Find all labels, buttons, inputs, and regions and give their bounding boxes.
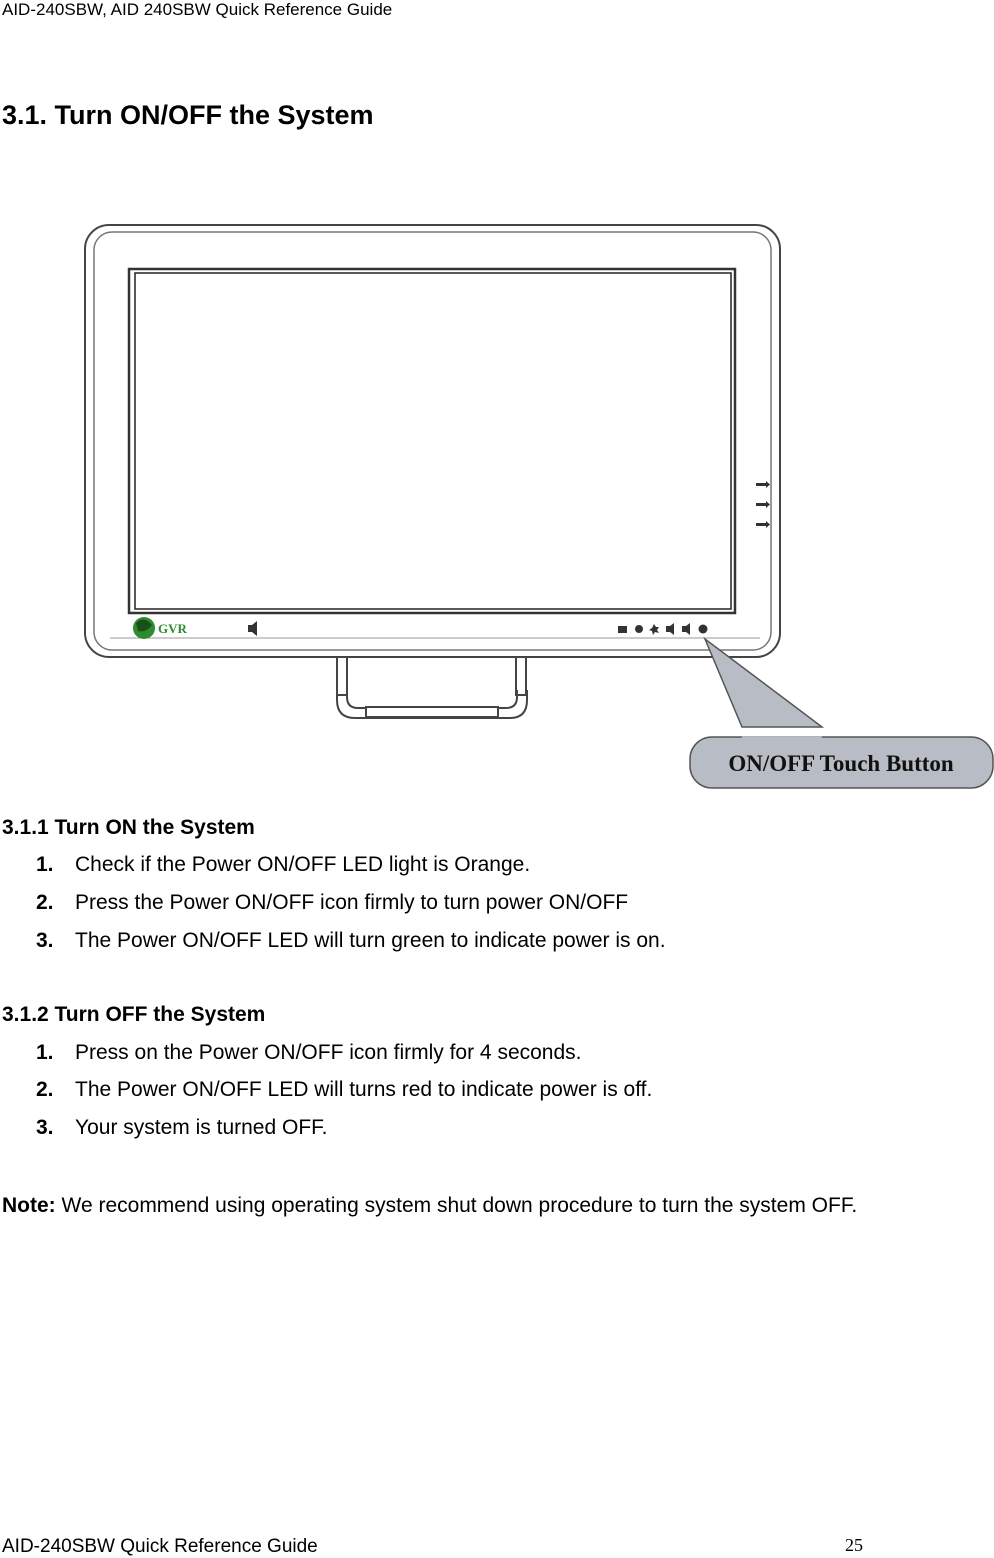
callout-box (689, 736, 994, 789)
control-buttons (618, 623, 708, 635)
brand-logo-icon: GVR (133, 617, 188, 639)
turn-off-heading: 3.1.2 Turn OFF the System (2, 1003, 266, 1026)
running-header: AID-240SBW, AID 240SBW Quick Reference G… (2, 0, 393, 19)
volume-up-icon (682, 623, 690, 635)
input-select-icon (618, 626, 627, 633)
callout-label: ON/OFF Touch Button (728, 751, 954, 776)
turn-on-step-3: 3.The Power ON/OFF LED will turn green t… (36, 929, 666, 952)
turn-off-step-3: 3.Your system is turned OFF. (36, 1116, 328, 1139)
volume-down-icon (666, 623, 674, 635)
page-number: 25 (845, 1535, 863, 1555)
brightness-icon (649, 624, 659, 635)
note-paragraph: Note: We recommend using operating syste… (2, 1187, 902, 1224)
turn-off-step-2: 2.The Power ON/OFF LED will turns red to… (36, 1078, 653, 1101)
monitor-screen (127, 267, 737, 615)
monitor-illustration: GVR ON/OFF Touch (84, 224, 994, 789)
turn-off-step-1: 1.Press on the Power ON/OFF icon firmly … (36, 1041, 582, 1064)
power-button-icon (698, 624, 708, 634)
menu-icon (635, 625, 643, 633)
monitor-figure: GVR ON/OFF Touch (0, 215, 994, 795)
note-label: Note: (2, 1194, 56, 1217)
turn-on-heading: 3.1.1 Turn ON the System (2, 816, 255, 839)
svg-text:GVR: GVR (158, 621, 188, 636)
footer-title: AID-240SBW Quick Reference Guide (2, 1536, 318, 1557)
turn-on-step-1: 1.Check if the Power ON/OFF LED light is… (36, 853, 531, 876)
speaker-icon (248, 621, 257, 636)
section-title: 3.1. Turn ON/OFF the System (2, 100, 374, 130)
callout-pointer (703, 636, 825, 728)
usb-port-icon (756, 481, 770, 528)
monitor-stand (336, 654, 528, 719)
note-text: We recommend using operating system shut… (55, 1194, 858, 1217)
turn-on-step-2: 2.Press the Power ON/OFF icon firmly to … (36, 891, 629, 914)
